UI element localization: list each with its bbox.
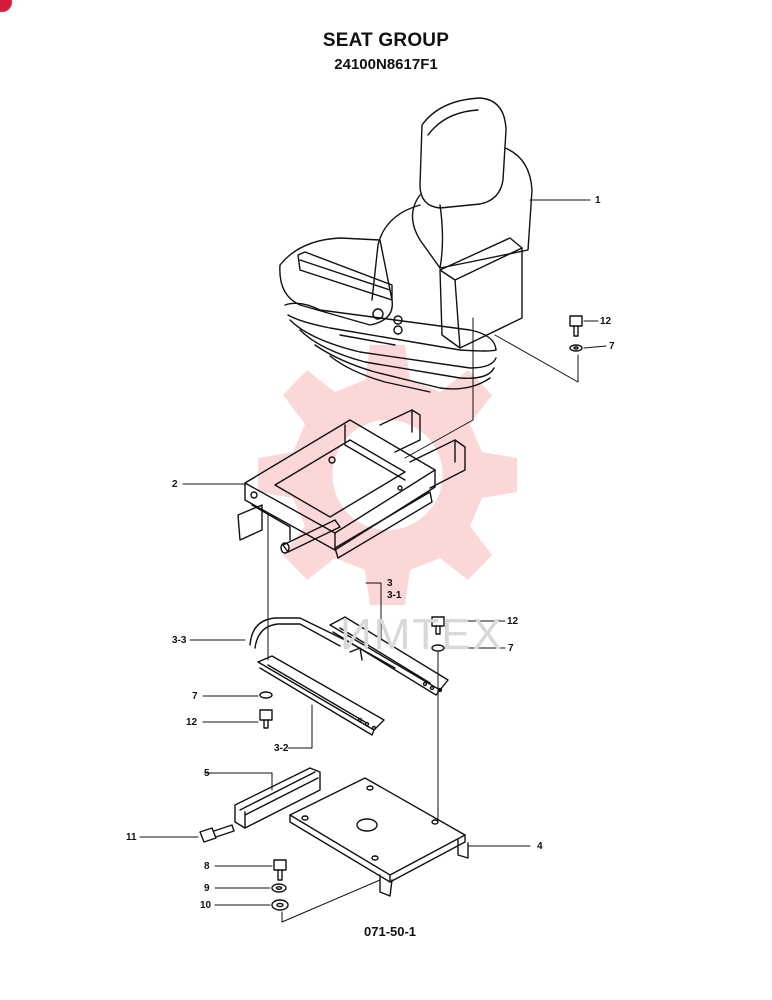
washer-9 — [271, 883, 287, 893]
callout-1: 1 — [595, 195, 601, 206]
callout-3-2: 3-2 — [274, 743, 289, 754]
seat-frame — [237, 409, 466, 559]
callout-3-3: 3-3 — [172, 635, 187, 646]
bolt-8 — [273, 859, 287, 881]
callout-4: 4 — [537, 841, 543, 852]
callout-7-low: 7 — [192, 691, 198, 702]
washer-10 — [271, 899, 289, 911]
corner-badge — [0, 0, 12, 12]
watermark-text: ИМТЕХ — [340, 610, 504, 659]
callout-7-mid: 7 — [508, 643, 514, 654]
slide-rail-left — [257, 655, 385, 736]
watermark-gear-icon — [258, 345, 517, 605]
page-title: SEAT GROUP — [322, 30, 450, 51]
part-number: 24100N8617F1 — [334, 56, 438, 73]
callout-8: 8 — [204, 861, 210, 872]
bolt-11 — [199, 824, 235, 843]
callout-5: 5 — [204, 768, 210, 779]
bracket-plate — [234, 767, 321, 829]
callout-12-low: 12 — [186, 717, 198, 728]
callout-3-1: 3-1 — [387, 590, 402, 601]
callout-2: 2 — [172, 479, 178, 490]
callout-3: 3 — [387, 578, 393, 589]
callout-10: 10 — [200, 900, 212, 911]
bolt-12-mid — [431, 616, 445, 652]
callout-7-top: 7 — [609, 341, 615, 352]
callout-12-top: 12 — [600, 316, 612, 327]
seat-assembly — [279, 97, 533, 393]
bolt-12-low — [259, 691, 273, 729]
release-handle — [249, 617, 396, 669]
base-plate — [289, 777, 469, 897]
figure-number: 071-50-1 — [364, 924, 417, 939]
bolt-12-top — [569, 315, 583, 352]
callout-12-mid: 12 — [507, 616, 519, 627]
callout-11: 11 — [126, 832, 137, 843]
callout-9: 9 — [204, 883, 210, 894]
